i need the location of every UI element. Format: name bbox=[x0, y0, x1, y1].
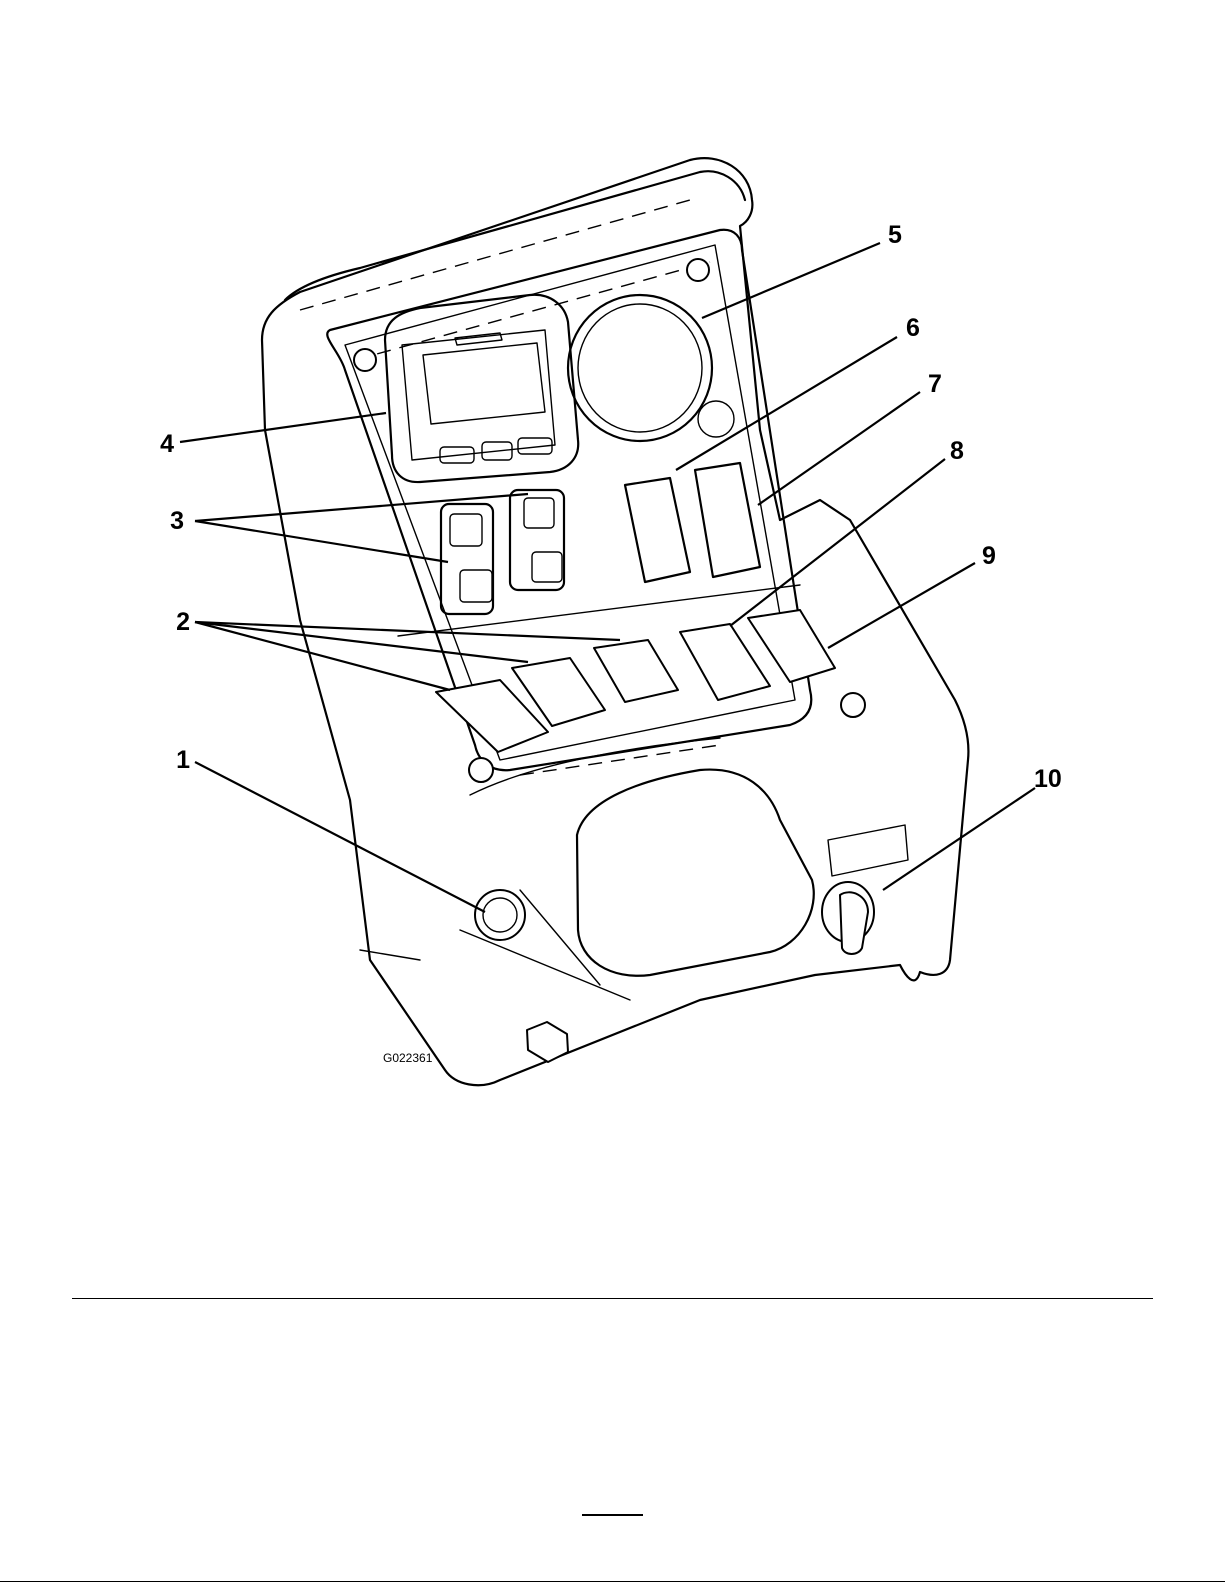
callout-7: 7 bbox=[928, 370, 942, 398]
page-bottom-border bbox=[0, 1581, 1225, 1582]
callout-3: 3 bbox=[170, 507, 184, 535]
callout-4: 4 bbox=[160, 430, 174, 458]
callout-8: 8 bbox=[950, 437, 964, 465]
figure-id-label: G022361 bbox=[383, 1051, 433, 1065]
section-divider bbox=[72, 1298, 1153, 1299]
page-number-underline bbox=[582, 1514, 643, 1516]
callout-6: 6 bbox=[906, 314, 920, 342]
callout-5: 5 bbox=[888, 221, 902, 249]
control-panel-drawing bbox=[262, 158, 968, 1085]
callout-10: 10 bbox=[1034, 765, 1062, 793]
control-panel-diagram: 1 2 3 4 5 6 7 8 9 10 G022361 bbox=[0, 0, 1225, 1110]
callout-labels: 1 2 3 4 5 6 7 8 9 10 G022361 bbox=[160, 221, 1062, 1065]
callout-leaders bbox=[180, 243, 1035, 912]
callout-9: 9 bbox=[982, 542, 996, 570]
callout-2: 2 bbox=[176, 608, 190, 636]
callout-1: 1 bbox=[176, 746, 190, 774]
